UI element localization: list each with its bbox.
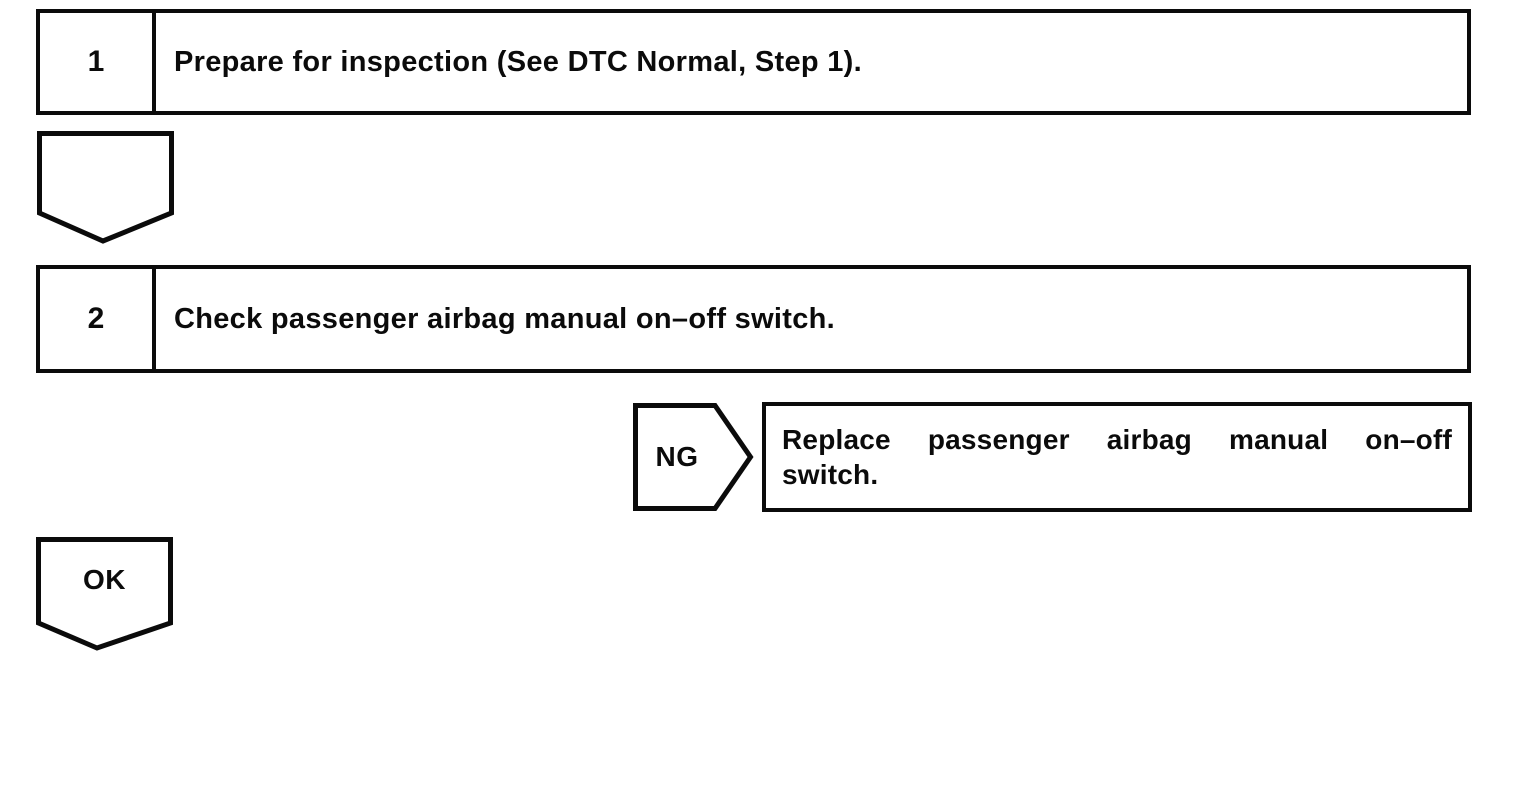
connector-after-step-1 <box>37 131 174 244</box>
ng-result-line1: Replace passenger airbag manual on–off <box>782 422 1452 457</box>
connector-ok: OK <box>36 537 173 651</box>
ng-result-word: Replace <box>782 424 891 455</box>
ng-result-word: passenger <box>927 424 1070 455</box>
ng-result-line2: switch. <box>782 459 879 490</box>
step-1-number: 1 <box>40 13 156 111</box>
ng-result-word: airbag <box>1106 424 1192 455</box>
ng-result-box: Replace passenger airbag manual on–off s… <box>762 402 1472 512</box>
connector-ng: NG <box>633 403 754 511</box>
connector-after-step-1-label <box>37 131 174 217</box>
step-1-instruction: Prepare for inspection (See DTC Normal, … <box>174 45 862 78</box>
right-arrow-icon <box>633 403 754 511</box>
connector-ng-label: NG <box>655 441 699 472</box>
down-arrow-icon <box>37 131 174 244</box>
down-arrow-icon <box>36 537 173 651</box>
step-2-instruction: Check passenger airbag manual on–off swi… <box>174 302 836 335</box>
step-1-box: 1 Prepare for inspection (See DTC Normal… <box>36 9 1471 115</box>
ng-result-word: on–off <box>1365 424 1452 455</box>
step-2-box: 2 Check passenger airbag manual on–off s… <box>36 265 1471 373</box>
ng-result-word: manual <box>1229 424 1329 455</box>
step-2-number: 2 <box>40 269 156 369</box>
connector-ok-label: OK <box>83 564 126 595</box>
